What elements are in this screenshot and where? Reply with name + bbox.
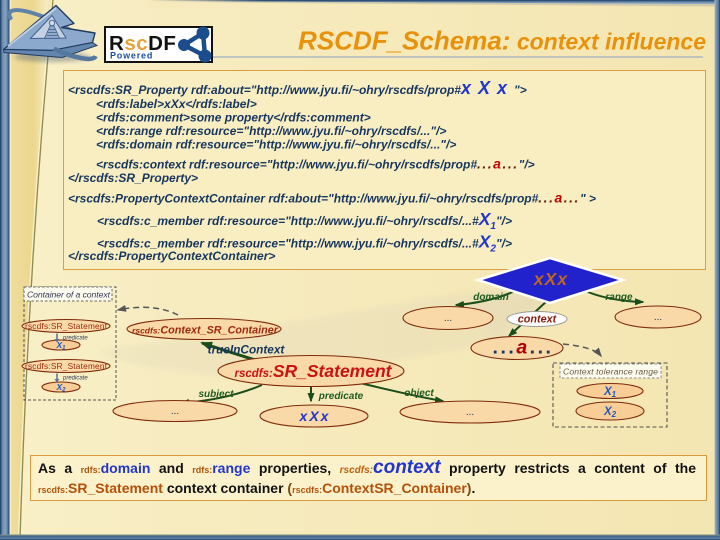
svg-text:predicate: predicate: [62, 336, 88, 342]
svg-text:domain: domain: [473, 292, 509, 303]
svg-text:<rscdfs:context rdf:resource=": <rscdfs:context rdf:resource="http://www…: [96, 156, 535, 172]
svg-text:subject: subject: [198, 389, 234, 400]
svg-text:X1: X1: [55, 340, 66, 352]
svg-text:...: ...: [466, 407, 474, 418]
svg-text:<rdfs:label>xXx</rdfs:label>: <rdfs:label>xXx</rdfs:label>: [96, 97, 257, 111]
svg-text:xXx: xXx: [299, 408, 331, 424]
svg-text:...: ...: [171, 406, 179, 417]
svg-text:context: context: [518, 314, 557, 326]
svg-text:Context tolerance range: Context tolerance range: [563, 367, 658, 377]
svg-text:<rdfs:comment>some property</r: <rdfs:comment>some property</rdfs:commen…: [96, 111, 371, 125]
svg-text:Powered: Powered: [110, 51, 153, 61]
svg-text:rscdfs:SR_Statement: rscdfs:SR_Statement: [25, 361, 108, 371]
svg-text:predicate: predicate: [318, 391, 364, 402]
svg-text:RscDF: RscDF: [109, 32, 176, 55]
svg-text:Container of a context: Container of a context: [27, 290, 111, 300]
svg-text:rscdfs:SR_Statement: rscdfs:SR_Statement: [25, 321, 108, 331]
svg-text:trueInContext: trueInContext: [208, 343, 286, 357]
svg-text:rscdfs:SR_Statement: rscdfs:SR_Statement: [234, 361, 392, 381]
svg-text:...: ...: [654, 312, 662, 323]
svg-text:<rscdfs:PropertyContextContain: <rscdfs:PropertyContextContainer rdf:abo…: [68, 190, 596, 206]
svg-text:rscdfs:Context_SR_Container: rscdfs:Context_SR_Container: [132, 325, 279, 337]
svg-text:</rscdfs:SR_Property>: </rscdfs:SR_Property>: [68, 171, 198, 185]
svg-text:<rscdfs:SR_Property rdf:about=: <rscdfs:SR_Property rdf:about="http://ww…: [68, 78, 527, 98]
svg-text:<rscdfs:c_member rdf:resource=: <rscdfs:c_member rdf:resource="http://ww…: [97, 232, 512, 255]
svg-text:<rdfs:domain rdf:resource="htt: <rdfs:domain rdf:resource="http://www.jy…: [96, 138, 456, 152]
svg-text:X2: X2: [55, 382, 66, 394]
svg-text:RSCDF_Schema: context influenc: RSCDF_Schema: context influence: [298, 26, 706, 56]
svg-text:xXx: xXx: [533, 269, 568, 289]
svg-text:</rscdfs:PropertyContextContai: </rscdfs:PropertyContextContainer>: [68, 249, 275, 263]
svg-text:...: ...: [444, 313, 452, 324]
svg-text:range: range: [605, 292, 633, 303]
svg-text:object: object: [404, 388, 434, 399]
svg-text:X1: X1: [603, 386, 617, 399]
svg-text:<rscdfs:c_member rdf:resource=: <rscdfs:c_member rdf:resource="http://ww…: [97, 209, 512, 232]
svg-text:<rdfs:range rdf:resource="http: <rdfs:range rdf:resource="http://www.jyu…: [96, 124, 446, 138]
svg-text:...a...: ...a...: [493, 337, 554, 359]
svg-text:predicate: predicate: [62, 376, 88, 382]
svg-text:X2: X2: [603, 406, 617, 419]
